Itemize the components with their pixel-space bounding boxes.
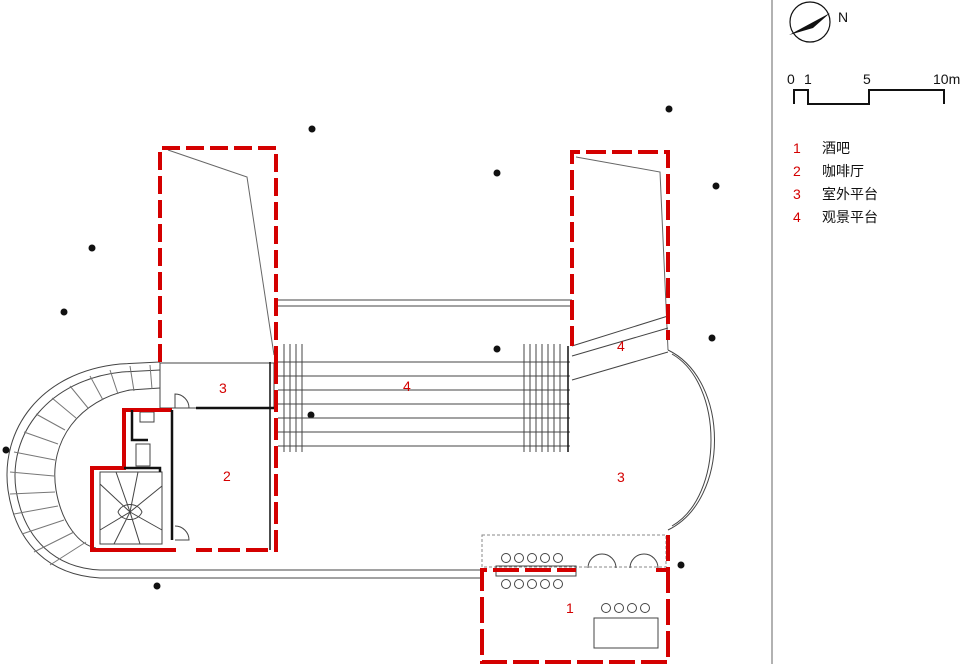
legend-item: 2 咖啡厅 <box>793 163 864 180</box>
column-dot <box>153 582 161 590</box>
east-viewing-ramp <box>571 315 669 381</box>
column-dot <box>308 125 316 133</box>
column-dot <box>677 561 685 569</box>
column-dot <box>665 105 673 113</box>
central-stair-treads <box>278 361 570 447</box>
walls <box>90 146 670 664</box>
room-label-cafe: 2 <box>223 468 231 484</box>
ramp-inner-edge <box>54 387 161 549</box>
column-dot <box>493 169 501 177</box>
scale-tick-5: 5 <box>863 71 871 87</box>
north-circle <box>789 1 831 43</box>
legend-text: 观景平台 <box>822 210 878 226</box>
inner-wall <box>124 466 162 472</box>
legend-text: 酒吧 <box>822 141 850 157</box>
column-dot <box>708 334 716 342</box>
ne-tower-walls <box>570 150 670 346</box>
bar-stools <box>501 553 650 613</box>
inner-wall <box>130 410 148 442</box>
cafe-west-walls <box>90 408 176 552</box>
room-label-viewing-platform-center: 4 <box>403 378 411 394</box>
north-arrow: N <box>789 1 848 43</box>
bar-walls <box>480 535 670 664</box>
legend-num: 3 <box>793 186 801 202</box>
stair-end-east <box>523 344 561 452</box>
north-arrow-icon <box>789 13 830 35</box>
wc-fixture <box>139 411 155 423</box>
legend-num: 1 <box>793 140 801 156</box>
column-dots <box>2 105 720 590</box>
scale-bar: 0 1 5 10m <box>787 71 960 105</box>
bar-canopy-outline <box>481 534 667 568</box>
legend-num: 4 <box>793 209 801 225</box>
legend-num: 2 <box>793 163 801 179</box>
stair-door <box>174 525 190 541</box>
cafe-east-wall <box>196 362 278 552</box>
room-label-outdoor-platform-east: 3 <box>617 469 625 485</box>
column-dot <box>2 446 10 454</box>
cafe-door <box>174 393 190 409</box>
ramp-outer-edge <box>6 361 482 579</box>
wc-fixture-2 <box>135 443 151 467</box>
legend-text: 咖啡厅 <box>822 164 864 180</box>
spiral-stair-well <box>99 471 163 545</box>
legend-item: 1 酒吧 <box>793 140 850 157</box>
north-label: N <box>838 9 848 25</box>
inner-walls <box>124 346 569 550</box>
platform-outlines <box>6 149 715 649</box>
legend-item: 4 观景平台 <box>793 209 878 226</box>
room-label-outdoor-platform-west: 3 <box>219 380 227 396</box>
column-dot <box>307 411 315 419</box>
ramp-outer-edge-2 <box>14 369 482 571</box>
ne-tower-diagonal <box>575 156 669 351</box>
room-label-bar: 1 <box>566 600 574 616</box>
east-platform-curve <box>667 349 715 531</box>
column-dot <box>60 308 68 316</box>
scale-line <box>793 89 945 105</box>
scale-tick-0: 0 <box>787 71 795 87</box>
nw-tower-walls <box>158 146 278 362</box>
spiral-stair-treads <box>99 471 163 545</box>
legend: 1 酒吧 2 咖啡厅 3 室外平台 4 观景平台 <box>793 140 878 226</box>
stair-end-west <box>283 344 303 452</box>
outdoor-platform-west-outline <box>159 362 275 409</box>
column-dot <box>712 182 720 190</box>
room-label-viewing-platform-east: 4 <box>617 338 625 354</box>
bar-back-counter <box>593 617 659 649</box>
column-dot <box>88 244 96 252</box>
scale-tick-1: 1 <box>804 71 812 87</box>
ramp-segments <box>9 364 153 566</box>
column-dot <box>493 345 501 353</box>
scale-tick-10: 10m <box>933 71 960 87</box>
legend-item: 3 室外平台 <box>793 186 878 203</box>
nw-tower-diagonal <box>167 149 275 356</box>
bar-doors <box>587 553 659 569</box>
east-platform-curve-inner <box>671 353 712 527</box>
legend-text: 室外平台 <box>822 186 878 203</box>
